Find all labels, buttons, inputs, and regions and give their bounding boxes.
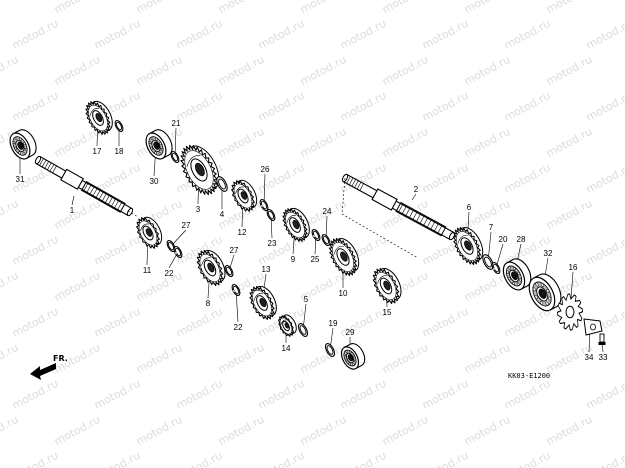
mainshaft — [34, 155, 134, 217]
front-arrow-icon — [30, 363, 56, 380]
part-label-1: 1 — [70, 206, 75, 215]
sprocket-16-sprocket — [556, 293, 584, 331]
circlip-22 — [231, 283, 241, 297]
front-direction-indicator: FR. — [30, 354, 68, 380]
part-label-28: 28 — [517, 235, 526, 244]
washer-27 — [166, 239, 176, 253]
bushing-5 — [297, 323, 309, 337]
leader-lines — [19, 117, 604, 358]
part-label-14: 14 — [282, 344, 291, 353]
circlip-20 — [491, 261, 501, 275]
part-label-3: 3 — [196, 205, 201, 214]
part-label-32: 32 — [544, 249, 553, 258]
part-label-24: 24 — [323, 207, 332, 216]
bearing-30-bearing — [145, 129, 173, 160]
part-label-21: 21 — [172, 119, 181, 128]
bearing-29-bearing — [340, 343, 366, 370]
gear-11-gear — [136, 216, 163, 249]
part-label-22: 22 — [165, 269, 174, 278]
front-direction-label: FR. — [53, 354, 68, 363]
washer-24 — [321, 233, 331, 247]
gear-12-gear — [231, 179, 258, 212]
gear-8-gear — [196, 249, 226, 287]
washer-19 — [324, 343, 336, 357]
plate-34 — [583, 318, 603, 336]
part-label-16: 16 — [569, 263, 578, 272]
part-label-19: 19 — [329, 319, 338, 328]
part-label-17: 17 — [93, 147, 102, 156]
part-label-20: 20 — [499, 235, 508, 244]
oil-seal-32-bearing — [528, 273, 562, 312]
part-label-7: 7 — [489, 223, 494, 232]
leader-line-2 — [411, 193, 417, 201]
part-label-33: 33 — [599, 353, 608, 362]
leader-line-1 — [71, 195, 75, 206]
circlip-25 — [311, 228, 321, 242]
part-label-4: 4 — [220, 210, 225, 219]
part-label-29: 29 — [346, 328, 355, 337]
gear-17-gear — [85, 100, 113, 135]
gear-6-gear — [452, 226, 484, 266]
catalog-code: KK03-E1200 — [508, 372, 550, 380]
part-label-27: 27 — [182, 221, 191, 230]
gear-10-gear — [328, 237, 360, 277]
bushing-18 — [114, 119, 124, 133]
part-label-34: 34 — [585, 353, 594, 362]
gear-15-gear — [372, 267, 402, 305]
part-label-12: 12 — [238, 228, 247, 237]
part-label-6: 6 — [467, 203, 472, 212]
part-label-9: 9 — [291, 255, 296, 264]
gear-9-gear — [282, 207, 310, 242]
part-label-25: 25 — [311, 255, 320, 264]
part-label-26: 26 — [261, 165, 270, 174]
circlip-22 — [173, 245, 183, 259]
part-label-30: 30 — [150, 177, 159, 186]
part-label-5: 5 — [304, 295, 309, 304]
washer-27 — [224, 264, 234, 278]
part-label-13: 13 — [262, 265, 271, 274]
part-label-8: 8 — [206, 299, 211, 308]
part-label-10: 10 — [339, 289, 348, 298]
part-label-23: 23 — [268, 239, 277, 248]
washer-7 — [482, 254, 494, 270]
gear-14-gear — [277, 314, 297, 337]
countershaft — [341, 173, 456, 241]
washer-23 — [266, 208, 276, 222]
part-label-22: 22 — [234, 323, 243, 332]
parts-layer — [9, 100, 606, 370]
part-label-15: 15 — [383, 308, 392, 317]
part-label-11: 11 — [143, 266, 152, 275]
part-label-2: 2 — [414, 185, 419, 194]
bearing-28-bearing — [502, 258, 532, 291]
part-label-27: 27 — [230, 246, 239, 255]
part-label-31: 31 — [16, 175, 25, 184]
washer-21 — [170, 150, 180, 164]
gear-3-gear — [180, 144, 220, 196]
bushing-4 — [216, 176, 228, 192]
part-label-18: 18 — [115, 147, 124, 156]
countershaft-alignment — [341, 177, 419, 259]
gear-13-gear — [249, 285, 277, 320]
bolt-33 — [598, 333, 606, 345]
bearing-31-bearing — [9, 129, 37, 160]
circlip-26 — [259, 198, 269, 212]
